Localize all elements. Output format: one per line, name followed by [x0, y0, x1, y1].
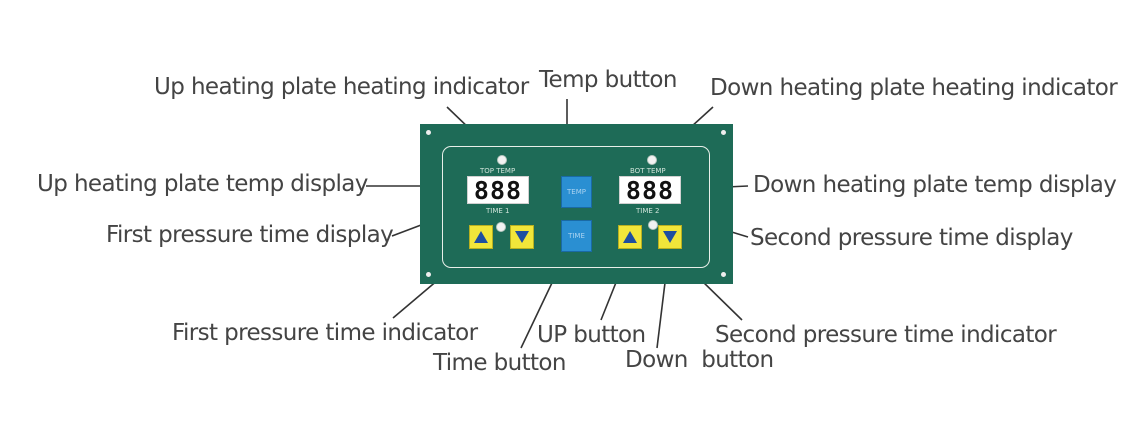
bottom-temp-display: 888: [619, 176, 681, 204]
arrow-up-icon: [623, 231, 637, 243]
bottom-heating-indicator-led: [647, 155, 657, 165]
callout-second-time-display: Second pressure time display: [750, 225, 1073, 251]
screw-bottom-right-icon: [721, 272, 726, 277]
top-temp-display-value: 888: [473, 175, 523, 205]
time1-down-button[interactable]: [510, 225, 534, 249]
callout-time-button: Time button: [433, 350, 566, 376]
control-panel: TOP TEMP 888 TIME 1 TEMP TIME BOT TEMP 8…: [420, 124, 733, 284]
time1-indicator-led: [496, 222, 506, 232]
callout-first-time-indicator: First pressure time indicator: [172, 320, 478, 346]
time1-label: TIME 1: [486, 207, 510, 215]
panel-inner-frame: [442, 146, 710, 268]
callout-temp-button: Temp button: [539, 67, 677, 93]
callout-up-temp-display: Up heating plate temp display: [37, 171, 368, 197]
time2-indicator-led: [648, 220, 658, 230]
callout-down-temp-display: Down heating plate temp display: [753, 172, 1117, 198]
time-button[interactable]: TIME: [561, 220, 592, 252]
top-temp-display: 888: [467, 176, 529, 204]
time1-up-button[interactable]: [469, 225, 493, 249]
callout-up-heating-indicator: Up heating plate heating indicator: [154, 74, 529, 100]
arrow-down-icon: [663, 231, 677, 243]
down-button[interactable]: [658, 225, 682, 249]
time-button-label: TIME: [568, 232, 585, 240]
temp-button[interactable]: TEMP: [561, 176, 592, 208]
screw-top-right-icon: [721, 130, 726, 135]
up-button[interactable]: [618, 225, 642, 249]
arrow-up-icon: [474, 231, 488, 243]
top-temp-label: TOP TEMP: [480, 167, 516, 175]
time2-label: TIME 2: [636, 207, 660, 215]
callout-second-time-indicator: Second pressure time indicator: [715, 322, 1057, 348]
top-heating-indicator-led: [497, 155, 507, 165]
screw-top-left-icon: [426, 130, 431, 135]
callout-down-heating-indicator: Down heating plate heating indicator: [710, 75, 1118, 101]
bot-temp-label: BOT TEMP: [630, 167, 666, 175]
screw-bottom-left-icon: [426, 272, 431, 277]
temp-button-label: TEMP: [567, 188, 586, 196]
callout-up-button: UP button: [537, 322, 646, 348]
callout-down-button: Down button: [625, 347, 774, 373]
arrow-down-icon: [515, 231, 529, 243]
bottom-temp-display-value: 888: [625, 175, 675, 205]
callout-first-time-display: First pressure time display: [106, 222, 394, 248]
